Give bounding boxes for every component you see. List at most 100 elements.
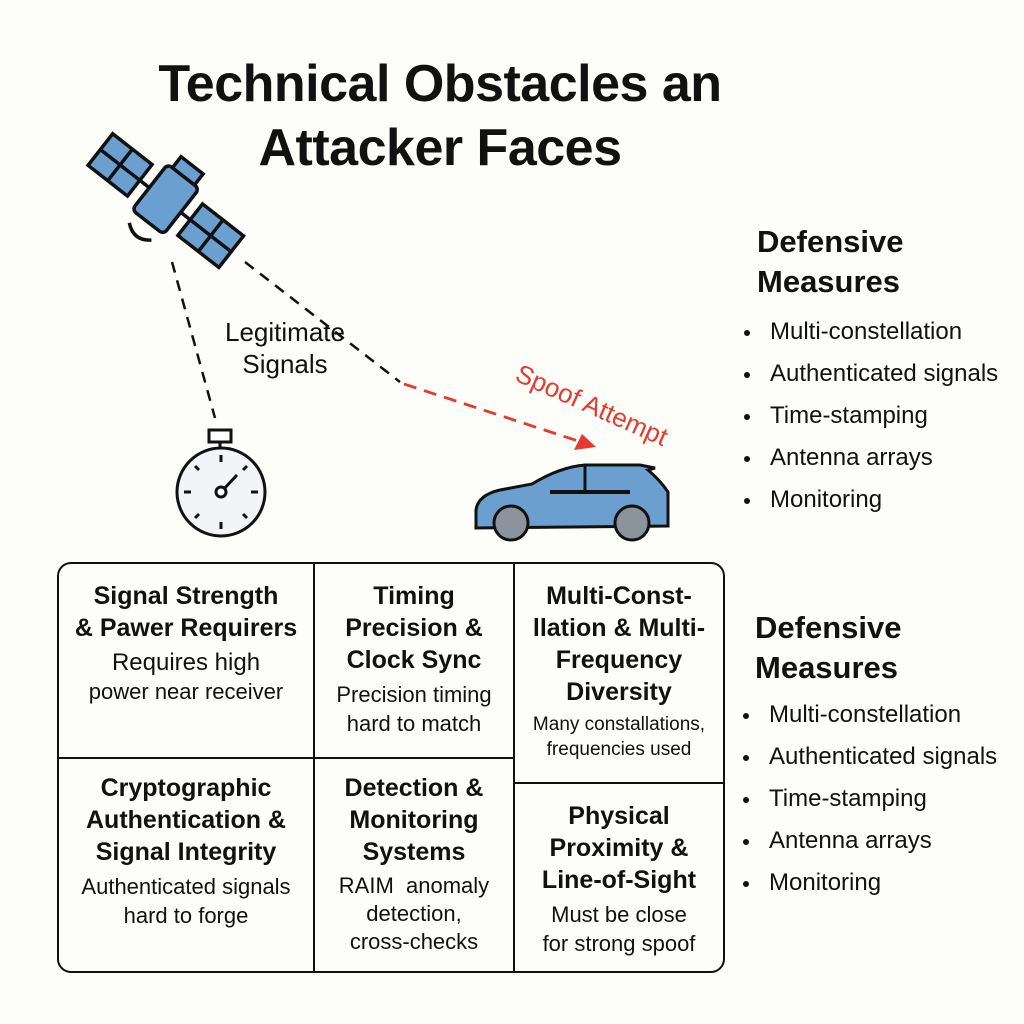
- title-line: Systems: [362, 838, 466, 866]
- spoof-signal-line: [403, 382, 579, 443]
- obstacle-body: Authenticated signals hard to forge: [81, 872, 290, 930]
- title-line: Timing: [373, 582, 455, 610]
- legit-label-line-2: Signals: [242, 349, 328, 379]
- item-label: Authenticated signals: [770, 360, 999, 387]
- bullet-icon: [743, 713, 749, 719]
- bullet-icon: [743, 797, 749, 803]
- body-line: Authenticated signals: [81, 874, 291, 899]
- body-line: frequencies used: [546, 739, 692, 760]
- item-label: Monitoring: [770, 486, 883, 513]
- legitimate-signal-line: [170, 261, 217, 419]
- item-label: Antenna arrays: [770, 444, 933, 471]
- list-item: Authenticated signals: [743, 736, 997, 778]
- legit-label-line-1: Legitimate: [225, 317, 345, 347]
- bullet-icon: [744, 498, 750, 504]
- defensive-measures-heading-bottom: Defensive Measures: [755, 608, 901, 688]
- bullet-icon: [743, 755, 749, 761]
- item-label: Time-stamping: [769, 785, 927, 812]
- obstacles-grid: Signal Strength & Pawer Requirers Require…: [57, 562, 725, 973]
- title-line: Monitoring: [349, 806, 479, 834]
- list-item: Antenna arrays: [744, 437, 998, 479]
- title-line: Proximity &: [549, 834, 689, 862]
- defensive-measures-heading-top: Defensive Measures: [757, 222, 903, 302]
- title-line: Multi-Const-: [546, 582, 692, 610]
- defensive-measures-list-bottom: Multi-constellation Authenticated signal…: [743, 694, 997, 904]
- obstacle-body: Many constallations, frequencies used: [533, 712, 705, 762]
- bullet-icon: [743, 881, 749, 887]
- stopwatch-icon: [175, 428, 267, 538]
- title-line: Detection &: [344, 774, 484, 802]
- title-line: & Pawer Requirers: [74, 614, 298, 642]
- title-line: Cryptographic: [100, 774, 272, 802]
- spoof-arrowhead: [574, 434, 596, 450]
- obstacle-body: Requires high power near receiver: [89, 648, 283, 706]
- body-line: cross-checks: [349, 929, 479, 954]
- body-line: power near receiver: [88, 679, 284, 704]
- list-item: Monitoring: [743, 862, 997, 904]
- title-line: Signal Strength: [93, 582, 279, 610]
- body-line: detection,: [366, 901, 462, 926]
- legitimate-signals-label: Legitimate Signals: [200, 316, 370, 380]
- title-line: Precision &: [345, 614, 483, 642]
- body-line: Precision timing: [336, 682, 492, 707]
- title-line: Line-of-Sight: [541, 866, 697, 894]
- list-item: Monitoring: [744, 479, 998, 521]
- satellite-icon: [85, 131, 246, 270]
- bullet-icon: [744, 330, 750, 336]
- car-icon: [474, 463, 670, 542]
- body-line: hard to match: [346, 711, 482, 736]
- obstacle-signal-strength: Signal Strength & Pawer Requirers Require…: [59, 580, 313, 706]
- obstacle-body: Precision timing hard to match: [336, 680, 491, 738]
- list-item: Multi-constellation: [743, 694, 997, 736]
- list-item: Multi-constellation: [744, 311, 998, 353]
- bullet-icon: [744, 372, 750, 378]
- item-label: Multi-constellation: [769, 701, 962, 728]
- body-line: hard to forge: [123, 903, 249, 928]
- list-item: Authenticated signals: [744, 353, 998, 395]
- bullet-icon: [744, 456, 750, 462]
- list-item: Time-stamping: [744, 395, 998, 437]
- title-line: Authentication &: [86, 806, 286, 834]
- title-line: llation & Multi-: [532, 614, 706, 642]
- bullet-icon: [743, 839, 749, 845]
- obstacle-body: Must be close for strong spoof: [543, 900, 696, 958]
- defensive-measures-list-top: Multi-constellation Authenticated signal…: [744, 311, 998, 521]
- body-line: Must be close: [551, 902, 687, 927]
- item-label: Authenticated signals: [769, 743, 998, 770]
- list-item: Time-stamping: [743, 778, 997, 820]
- title-line: Diversity: [566, 678, 672, 706]
- item-label: Multi-constellation: [770, 318, 963, 345]
- heading-line-2: Measures: [755, 650, 899, 685]
- title-line-2: Attacker Faces: [258, 119, 623, 177]
- title-line: Physical: [568, 802, 670, 830]
- divider: [513, 564, 515, 971]
- heading-line-2: Measures: [757, 264, 901, 299]
- title-line: Signal Integrity: [95, 838, 277, 866]
- item-label: Antenna arrays: [769, 827, 932, 854]
- title-line: Frequency: [555, 646, 683, 674]
- divider: [514, 782, 723, 784]
- heading-line-1: Defensive: [757, 224, 904, 259]
- item-label: Monitoring: [769, 869, 882, 896]
- page-title: Technical Obstacles an Attacker Faces: [0, 52, 880, 180]
- obstacle-title: Signal Strength & Pawer Requirers: [75, 580, 297, 644]
- body-line: Many constallations,: [532, 714, 706, 735]
- body-line: for strong spoof: [542, 931, 696, 956]
- body-line: Requires high: [111, 649, 261, 676]
- title-line-1: Technical Obstacles an: [158, 55, 722, 113]
- signal-diagram: [85, 131, 670, 542]
- title-line: Clock Sync: [346, 646, 482, 674]
- satellite-signal-line: [244, 261, 401, 383]
- divider: [313, 564, 315, 971]
